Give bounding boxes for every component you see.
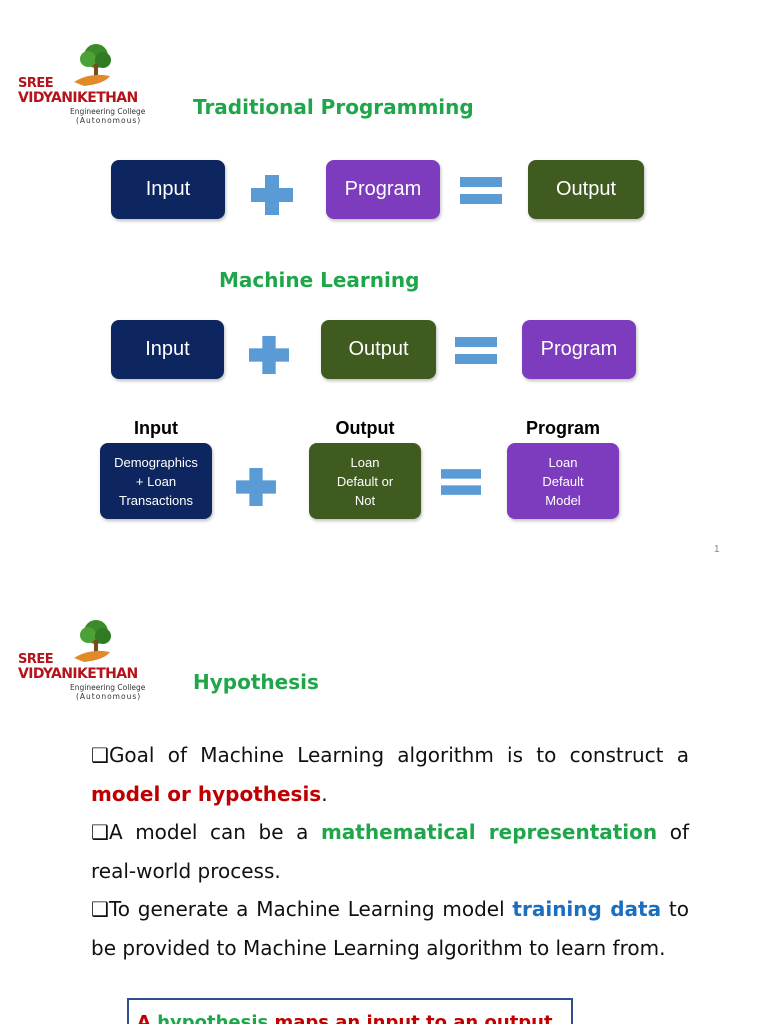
heading-hypothesis: Hypothesis: [193, 670, 319, 694]
equals-icon: [455, 337, 497, 364]
bullet-item: ❑Goal of Machine Learning algorithm is t…: [91, 736, 689, 813]
highlight-mathematical-representation: mathematical representation: [320, 820, 658, 844]
bullet-item: ❑A model can be a mathematical represent…: [91, 813, 689, 890]
logo-text-sree: SREE: [18, 652, 54, 667]
box-input: Input: [111, 320, 224, 379]
highlight-model-or-hypothesis: model or hypothesis: [91, 781, 322, 806]
plus-icon: [236, 468, 276, 506]
logo-text-college: Engineering College: [70, 107, 146, 116]
bullet-text: to be provided to Machine Learning algor…: [91, 897, 689, 960]
bullet-text: A model can be a: [108, 820, 321, 844]
college-logo: SREE VIDYANIKETHAN Engineering College (…: [18, 42, 158, 132]
slide-1: SREE VIDYANIKETHAN Engineering College (…: [18, 42, 720, 555]
box-demographics-loan-transactions: Demographics + Loan Transactions: [100, 443, 212, 519]
heading-traditional-programming: Traditional Programming: [193, 95, 474, 119]
callout-term-hypothesis: hypothesis: [157, 1012, 269, 1024]
box-loan-default-model: Loan Default Model: [507, 443, 619, 519]
plus-icon: [251, 175, 293, 215]
hypothesis-definition-box: A hypothesis maps an input to an output: [127, 998, 573, 1024]
box-output: Output: [321, 320, 436, 379]
heading-machine-learning: Machine Learning: [219, 268, 420, 292]
slide-2: SREE VIDYANIKETHAN Engineering College (…: [0, 590, 768, 1024]
bullet-marker: ❑: [91, 743, 109, 767]
logo-text-vidyanikethan: VIDYANIKETHAN: [18, 90, 138, 106]
page-number: 1: [714, 544, 720, 555]
logo-text-college: Engineering College: [70, 683, 146, 692]
label-program: Program: [525, 418, 601, 438]
logo-text-sree: SREE: [18, 76, 54, 91]
label-input: Input: [134, 418, 178, 438]
tree-logo-icon: [74, 620, 111, 662]
bullet-text: of real-world process.: [91, 820, 689, 883]
bullet-item: ❑To generate a Machine Learning model tr…: [91, 890, 689, 967]
logo-text-vidyanikethan: VIDYANIKETHAN: [18, 666, 138, 682]
callout-text: maps an input to an output: [268, 1012, 553, 1024]
equals-icon: [460, 177, 502, 204]
logo-text-autonomous: (Autonomous): [76, 692, 142, 701]
equals-icon: [441, 469, 481, 495]
bullet-list: ❑Goal of Machine Learning algorithm is t…: [91, 736, 689, 967]
bullet-text: .: [321, 781, 328, 806]
plus-icon: [249, 335, 289, 375]
box-loan-default-or-not: Loan Default or Not: [309, 443, 421, 519]
logo-text-autonomous: (Autonomous): [76, 116, 142, 125]
bullet-text: Goal of Machine Learning algorithm is to…: [108, 743, 689, 767]
box-output: Output: [528, 160, 644, 219]
box-program: Program: [326, 160, 440, 219]
bullet-marker: ❑: [91, 820, 109, 844]
bullet-text: To generate a Machine Learning model: [108, 897, 513, 921]
box-input: Input: [111, 160, 225, 219]
callout-text: A: [137, 1012, 158, 1024]
label-output: Output: [335, 418, 395, 438]
tree-logo-icon: [74, 44, 111, 86]
bullet-marker: ❑: [91, 897, 109, 921]
college-logo: SREE VIDYANIKETHAN Engineering College (…: [18, 618, 158, 708]
box-program: Program: [522, 320, 636, 379]
highlight-training-data: training data: [512, 897, 662, 921]
